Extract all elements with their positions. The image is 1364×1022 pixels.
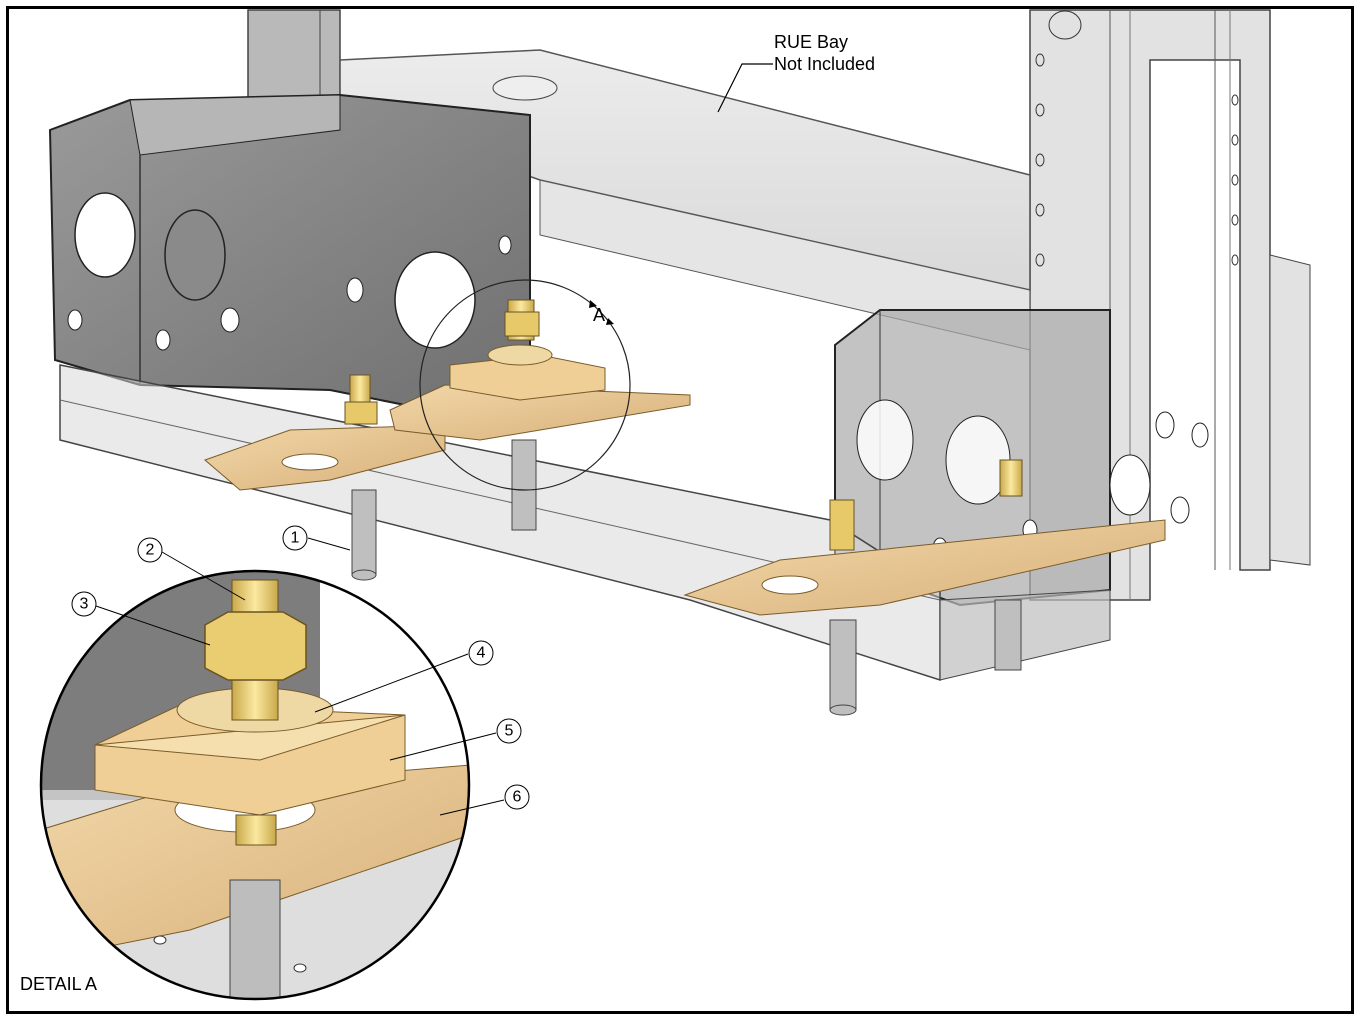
balloon-3: 3 [71,591,211,646]
callout-line-1: RUE Bay [774,32,848,52]
bus-bar-left [204,374,446,491]
standoff-posts [351,439,1022,716]
balloon-4: 4 [314,640,494,713]
balloon-6: 6 [439,784,530,816]
balloon-1-label: 1 [291,530,300,547]
balloon-4-label: 4 [477,645,486,662]
left-end-box [48,93,531,432]
balloon-5-label: 5 [505,723,514,740]
balloon-5: 5 [389,718,522,761]
bus-bar-center [389,299,691,441]
detail-a-view [39,569,471,1001]
detail-title: DETAIL A [20,974,97,994]
balloon-6-label: 6 [513,789,522,806]
callout-line-2: Not Included [774,54,875,74]
detail-marker-letter: A [593,305,605,325]
balloon-1: 1 [282,525,351,551]
balloon-2-label: 2 [146,542,155,559]
rue-bay-callout: RUE Bay Not Included [717,32,875,113]
bus-bar-right [683,459,1166,616]
balloon-3-label: 3 [80,596,89,613]
detail-a-marker: A [419,279,631,491]
right-end-box [834,309,1209,607]
balloon-2: 2 [137,537,246,601]
